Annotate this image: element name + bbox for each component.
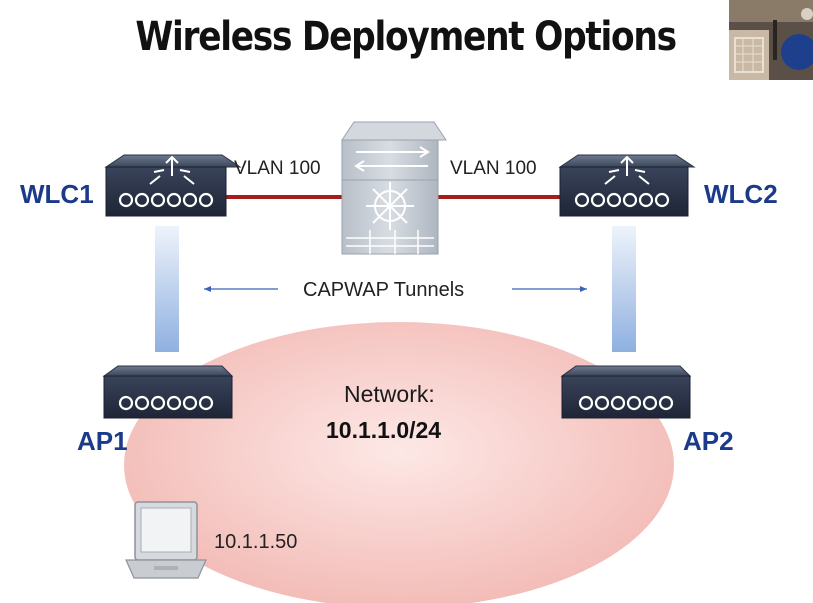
network-subnet: 10.1.1.0/24 [326, 417, 442, 443]
network-cloud [124, 322, 674, 603]
wlc2-controller-icon [558, 154, 696, 217]
wlc2-label: WLC2 [704, 179, 778, 209]
wlc1-controller-icon [104, 154, 242, 217]
tunnel-arrow-right-icon [512, 286, 587, 292]
capwap-tunnels-label: CAPWAP Tunnels [303, 279, 465, 301]
vlan-label-left: VLAN 100 [234, 158, 321, 179]
ap2-access-point-icon [560, 365, 692, 419]
vlan-label-right: VLAN 100 [450, 158, 537, 179]
ap1-access-point-icon [102, 365, 234, 419]
capwap-tunnel-right [612, 226, 636, 352]
capwap-tunnel-left [155, 226, 179, 352]
network-label: Network: [344, 381, 435, 407]
tunnel-arrow-left-icon [204, 286, 278, 292]
presenter-video-thumbnail [729, 0, 813, 80]
client-ip-label: 10.1.1.50 [214, 531, 298, 553]
wlc1-label: WLC1 [20, 179, 94, 209]
multilayer-switch-icon [341, 121, 447, 255]
ap1-label: AP1 [77, 426, 128, 456]
laptop-icon [125, 501, 207, 579]
ap2-label: AP2 [683, 426, 734, 456]
slide-title: Wireless Deployment Options [135, 14, 677, 60]
